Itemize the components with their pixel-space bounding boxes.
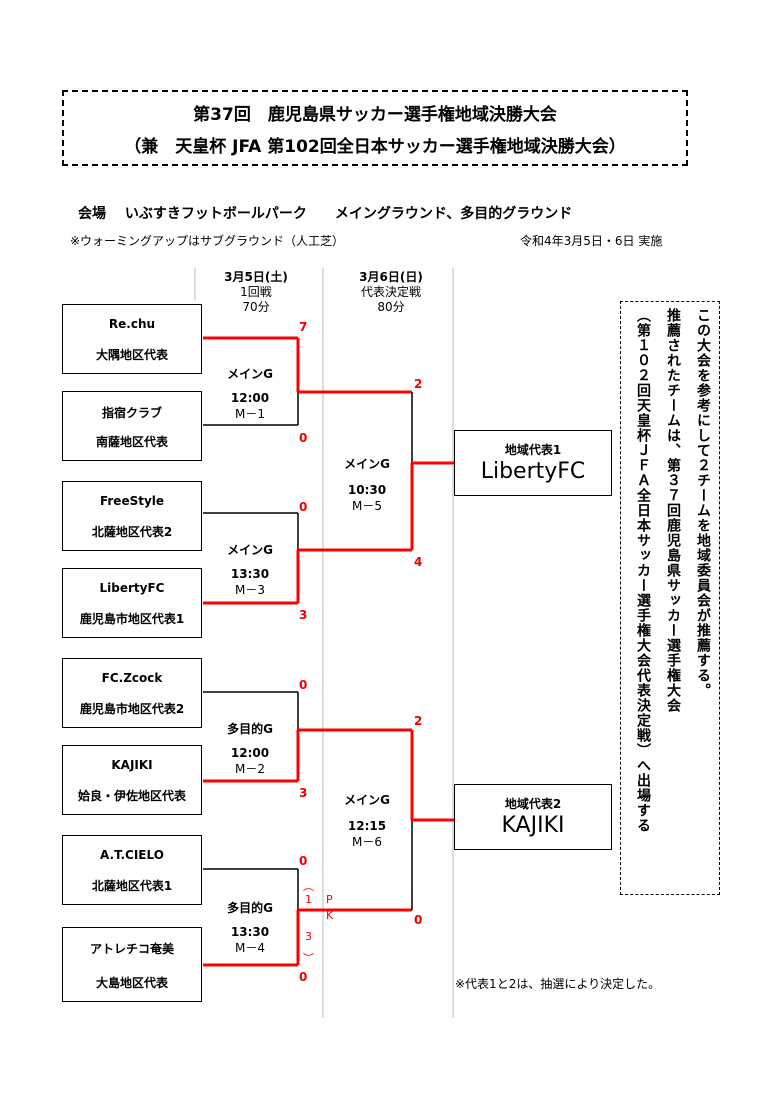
warmup-note: ※ウォーミングアップはサブグラウンド（人工芝） — [70, 234, 345, 248]
day2-header: 3月6日(日) 代表決定戦 80分 — [331, 270, 451, 315]
day2-round: 代表決定戦 — [360, 285, 421, 299]
day2-time: 80分 — [377, 300, 405, 314]
score-m2-top: 0 — [299, 678, 308, 692]
day1-date: 3月5日(土) — [224, 270, 288, 284]
result-box-2: 地域代表2 KAJIKI — [454, 784, 612, 850]
match-venue: 多目的G — [227, 722, 273, 736]
team-region: 鹿児島市地区代表2 — [79, 702, 185, 716]
team-name: 指宿クラブ — [101, 406, 162, 420]
match-label-m1: メインG 12:00 M－1 — [205, 366, 295, 422]
match-id: M－2 — [235, 762, 265, 776]
team-name: FC.Zcock — [101, 671, 163, 685]
day2-date: 3月6日(日) — [359, 270, 423, 284]
result-label: 地域代表1 — [504, 443, 562, 457]
match-time: 12:00 — [230, 746, 270, 760]
result-winner: LibertyFC — [480, 459, 586, 484]
match-id: M－4 — [235, 941, 265, 955]
match-label-m6: メインG 12:15 M－6 — [322, 792, 412, 850]
pk-label-k: K — [326, 909, 334, 922]
team-box-5: FC.Zcock 鹿児島市地区代表2 — [62, 658, 202, 728]
venue-text: 会場 いぶすきフットボールパーク メイングラウンド、多目的グラウンド — [78, 206, 573, 222]
match-time: 13:30 — [230, 567, 270, 581]
pk-score-top: 1 — [305, 893, 312, 906]
score-m4-top: 0 — [299, 854, 308, 868]
team-region: 南薩地区代表 — [95, 435, 168, 449]
match-id: M－3 — [235, 583, 265, 597]
score-m5-top: 2 — [414, 377, 423, 391]
match-venue: 多目的G — [227, 901, 273, 915]
result-box-1: 地域代表1 LibertyFC — [454, 430, 612, 496]
match-venue: メインG — [344, 457, 390, 471]
team-box-1: Re.chu 大隅地区代表 — [62, 304, 202, 374]
team-region: 大島地区代表 — [95, 976, 168, 990]
team-box-6: KAJIKI 姶良・伊佐地区代表 — [62, 745, 202, 815]
side-text-col-2: 推薦されたチームは、第３７回鹿児島県サッカー選手権大会 — [665, 308, 681, 713]
side-text-col-3: （第１０２回天皇杯ＪＦＡ全日本サッカー選手権大会代表決定戦）へ出場する — [635, 308, 651, 833]
pk-score-bottom: 3 — [305, 930, 312, 943]
score-m3-bottom: 3 — [299, 608, 308, 622]
score-m6-top: 2 — [414, 714, 423, 728]
score-m2-bottom: 3 — [299, 786, 308, 800]
day1-header: 3月5日(土) 1回戦 70分 — [196, 270, 316, 315]
team-name: LibertyFC — [99, 581, 165, 595]
score-m3-top: 0 — [299, 500, 308, 514]
match-time: 10:30 — [347, 483, 387, 497]
match-id: M－5 — [352, 499, 382, 513]
team-region: 鹿児島市地区代表1 — [79, 612, 185, 626]
team-region: 大隅地区代表 — [95, 348, 168, 362]
match-id: M－6 — [352, 835, 382, 849]
match-time: 12:15 — [347, 819, 387, 833]
team-box-3: FreeStyle 北薩地区代表2 — [62, 481, 202, 551]
match-venue: メインG — [227, 543, 273, 557]
event-dates: 令和4年3月5日・6日 実施 — [520, 234, 663, 248]
score-m6-bottom: 0 — [414, 913, 423, 927]
draw-note: ※代表1と2は、抽選により決定した。 — [455, 977, 661, 991]
title-line-1: 第37回 鹿児島県サッカー選手権地域決勝大会 — [193, 105, 557, 125]
title-box: 第37回 鹿児島県サッカー選手権地域決勝大会 （兼 天皇杯 JFA 第102回全… — [62, 90, 688, 166]
match-venue: メインG — [344, 793, 390, 807]
match-label-m3: メインG 13:30 M－3 — [205, 542, 295, 598]
team-name: A.T.CIELO — [100, 848, 164, 862]
team-box-8: アトレチコ奄美 大島地区代表 — [62, 927, 202, 1002]
team-box-4: LibertyFC 鹿児島市地区代表1 — [62, 568, 202, 638]
pk-close-paren: ︶ — [303, 952, 314, 965]
day1-round: 1回戦 — [240, 285, 272, 299]
match-time: 12:00 — [230, 391, 270, 405]
team-box-7: A.T.CIELO 北薩地区代表1 — [62, 835, 202, 905]
pk-open-paren: ︵ — [303, 880, 314, 893]
match-label-m2: 多目的G 12:00 M－2 — [205, 721, 295, 777]
match-time: 13:30 — [230, 925, 270, 939]
team-name: アトレチコ奄美 — [89, 942, 174, 956]
match-id: M－1 — [235, 407, 265, 421]
team-name: FreeStyle — [99, 494, 165, 508]
team-region: 北薩地区代表1 — [91, 879, 173, 893]
side-text-col-1: この大会を参考にして２チームを地域委員会が推薦する。 — [695, 308, 711, 698]
result-winner: KAJIKI — [501, 813, 565, 838]
team-name: KAJIKI — [111, 758, 153, 772]
match-label-m5: メインG 10:30 M－5 — [322, 456, 412, 514]
team-name: Re.chu — [108, 317, 156, 331]
match-venue: メインG — [227, 367, 273, 381]
match-label-m4: 多目的G 13:30 M－4 — [205, 900, 295, 956]
team-box-2: 指宿クラブ 南薩地区代表 — [62, 391, 202, 461]
pk-label-p: P — [326, 893, 333, 906]
score-m4-bottom: 0 — [299, 970, 308, 984]
recommendation-box: この大会を参考にして２チームを地域委員会が推薦する。 推薦されたチームは、第３７… — [620, 301, 720, 895]
team-region: 姶良・伊佐地区代表 — [77, 789, 186, 803]
score-m5-bottom: 4 — [414, 555, 423, 569]
title-line-2: （兼 天皇杯 JFA 第102回全日本サッカー選手権地域決勝大会） — [124, 137, 626, 157]
score-m1-bottom: 0 — [299, 431, 308, 445]
score-m1-top: 7 — [299, 320, 308, 334]
result-label: 地域代表2 — [504, 797, 562, 811]
day1-time: 70分 — [242, 300, 270, 314]
team-region: 北薩地区代表2 — [91, 525, 173, 539]
